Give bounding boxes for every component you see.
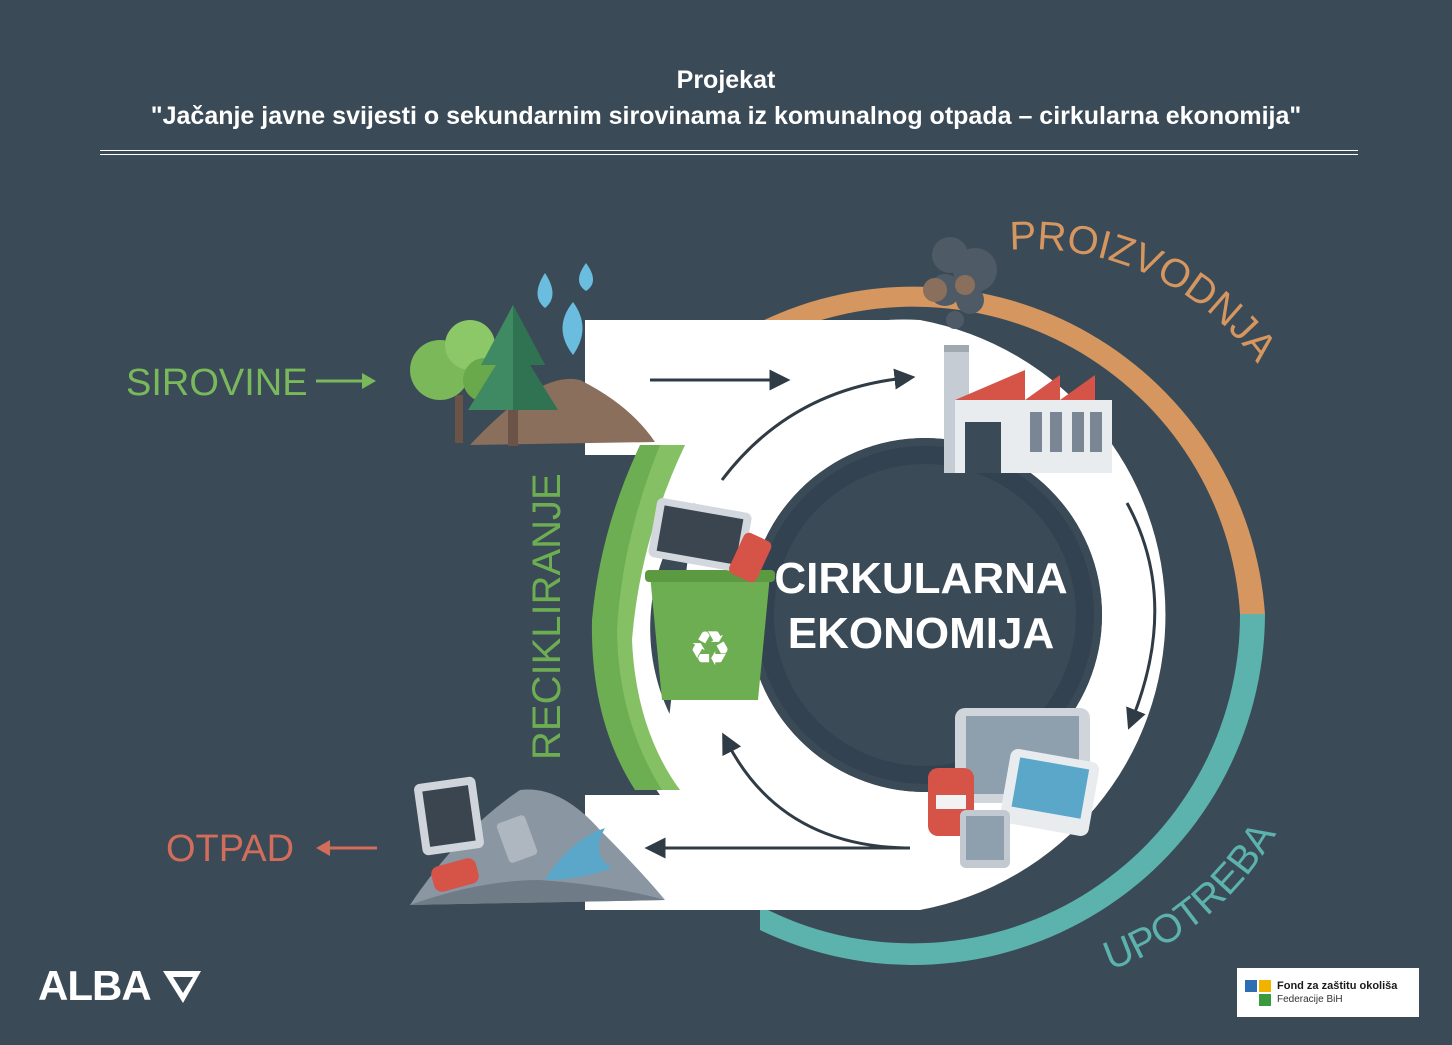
sirovine-arrow-head <box>362 373 376 389</box>
alba-emblem-icon <box>162 971 201 1003</box>
svg-text:♻: ♻ <box>688 621 731 677</box>
otpad-arrow-head <box>316 840 330 856</box>
fund-logo: Fond za zaštitu okoliša Federacije BiH <box>1237 968 1419 1017</box>
white-ring-left <box>603 319 920 795</box>
arrow-inner-top <box>720 368 916 481</box>
factory-icon <box>944 345 1112 473</box>
arrow-right-down <box>1125 502 1157 730</box>
waste-pile-icon <box>410 776 665 905</box>
alba-logo-text: ALBA <box>38 962 152 1009</box>
otpad-label: OTPAD <box>166 828 294 870</box>
proizvodnja-label: PROIZVODNJA <box>1009 214 1285 370</box>
smoke-brown <box>923 275 975 302</box>
recycle-bin-icon: ♻ <box>645 498 775 700</box>
recikliranje-arc <box>591 445 685 790</box>
fund-subname: Federacije BiH <box>1277 993 1343 1005</box>
alba-logo: ALBA <box>38 962 203 1010</box>
fund-name: Fond za zaštitu okoliša <box>1277 979 1398 992</box>
arrow-inner-bottom <box>722 732 906 850</box>
center-disc <box>748 438 1102 792</box>
page-subtitle: "Jačanje javne svijesti o sekundarnim si… <box>150 102 1302 130</box>
upotreba-label: UPOTREBA <box>1097 815 1284 979</box>
upotreba-arc <box>760 614 1265 965</box>
water-drops-icon <box>537 263 593 355</box>
fund-emblem-icon <box>1245 979 1271 1006</box>
page-title: Projekat <box>676 66 776 94</box>
header-divider <box>100 150 1358 155</box>
center-title-line1: CIRKULARNA <box>774 554 1067 603</box>
trees-icon <box>410 305 655 446</box>
devices-icon <box>928 708 1100 868</box>
proizvodnja-arc <box>760 286 1265 614</box>
header: Projekat "Jačanje javne svijesti o sekun… <box>0 62 1452 134</box>
sirovine-label: SIROVINE <box>126 362 308 404</box>
recikliranje-label: RECIKLIRANJE <box>525 473 569 760</box>
center-title-line2: EKONOMIJA <box>788 609 1054 658</box>
